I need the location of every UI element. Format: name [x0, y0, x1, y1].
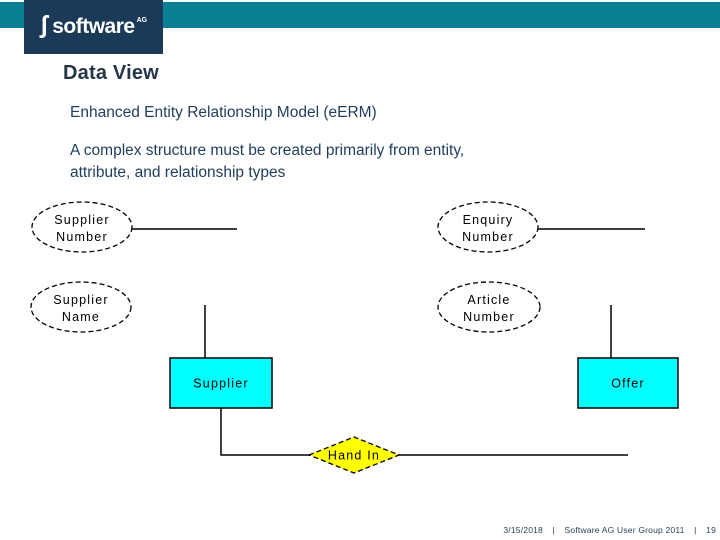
footer: 3/15/2018 | Software AG User Group 2011 …	[503, 525, 716, 535]
slide-subtitle: Enhanced Entity Relationship Model (eERM…	[70, 104, 377, 121]
attribute-article-number-label: Number	[463, 310, 515, 324]
attribute-enquiry-number-label: Enquiry	[463, 213, 514, 227]
slide-body-line-1: A complex structure must be created prim…	[70, 142, 465, 159]
software-ag-logo-glyph: ʃ	[39, 10, 49, 39]
attribute-supplier-number-label: Number	[56, 230, 108, 244]
attribute-supplier-name-label: Name	[62, 310, 100, 324]
software-ag-logo-suffix: AG	[136, 16, 148, 24]
attribute-supplier-number	[31, 201, 133, 253]
slide-body-line-2: attribute, and relationship types	[70, 164, 286, 181]
page-title: Data View	[63, 62, 159, 84]
footer-event: Software AG User Group 2011	[564, 525, 685, 535]
attribute-supplier-name-label: Supplier	[53, 293, 108, 307]
relationship-hand-in	[307, 436, 401, 474]
entity-offer	[577, 357, 679, 409]
slide-body-text: A complex structure must be created prim…	[70, 140, 464, 184]
footer-separator: |	[694, 525, 697, 535]
relationship-hand-in-label: Hand In	[328, 449, 380, 463]
footer-date: 3/15/2018	[503, 525, 543, 535]
attribute-article-number	[437, 281, 541, 333]
attribute-supplier-name	[30, 281, 132, 333]
connector-supplier-hand-in	[220, 408, 310, 456]
entity-supplier	[169, 357, 273, 409]
attribute-enquiry-number	[437, 201, 539, 253]
entity-supplier-label: Supplier	[193, 377, 248, 391]
footer-page-number: 19	[706, 525, 716, 535]
attribute-enquiry-number-label: Number	[462, 230, 514, 244]
attribute-article-number-label: Article	[467, 293, 510, 307]
software-ag-logo: ʃ software AG	[24, 0, 163, 54]
entity-offer-label: Offer	[611, 377, 645, 391]
footer-separator: |	[552, 525, 555, 535]
software-ag-logo-text: software	[52, 15, 135, 38]
attribute-supplier-number-label: Supplier	[54, 213, 109, 227]
